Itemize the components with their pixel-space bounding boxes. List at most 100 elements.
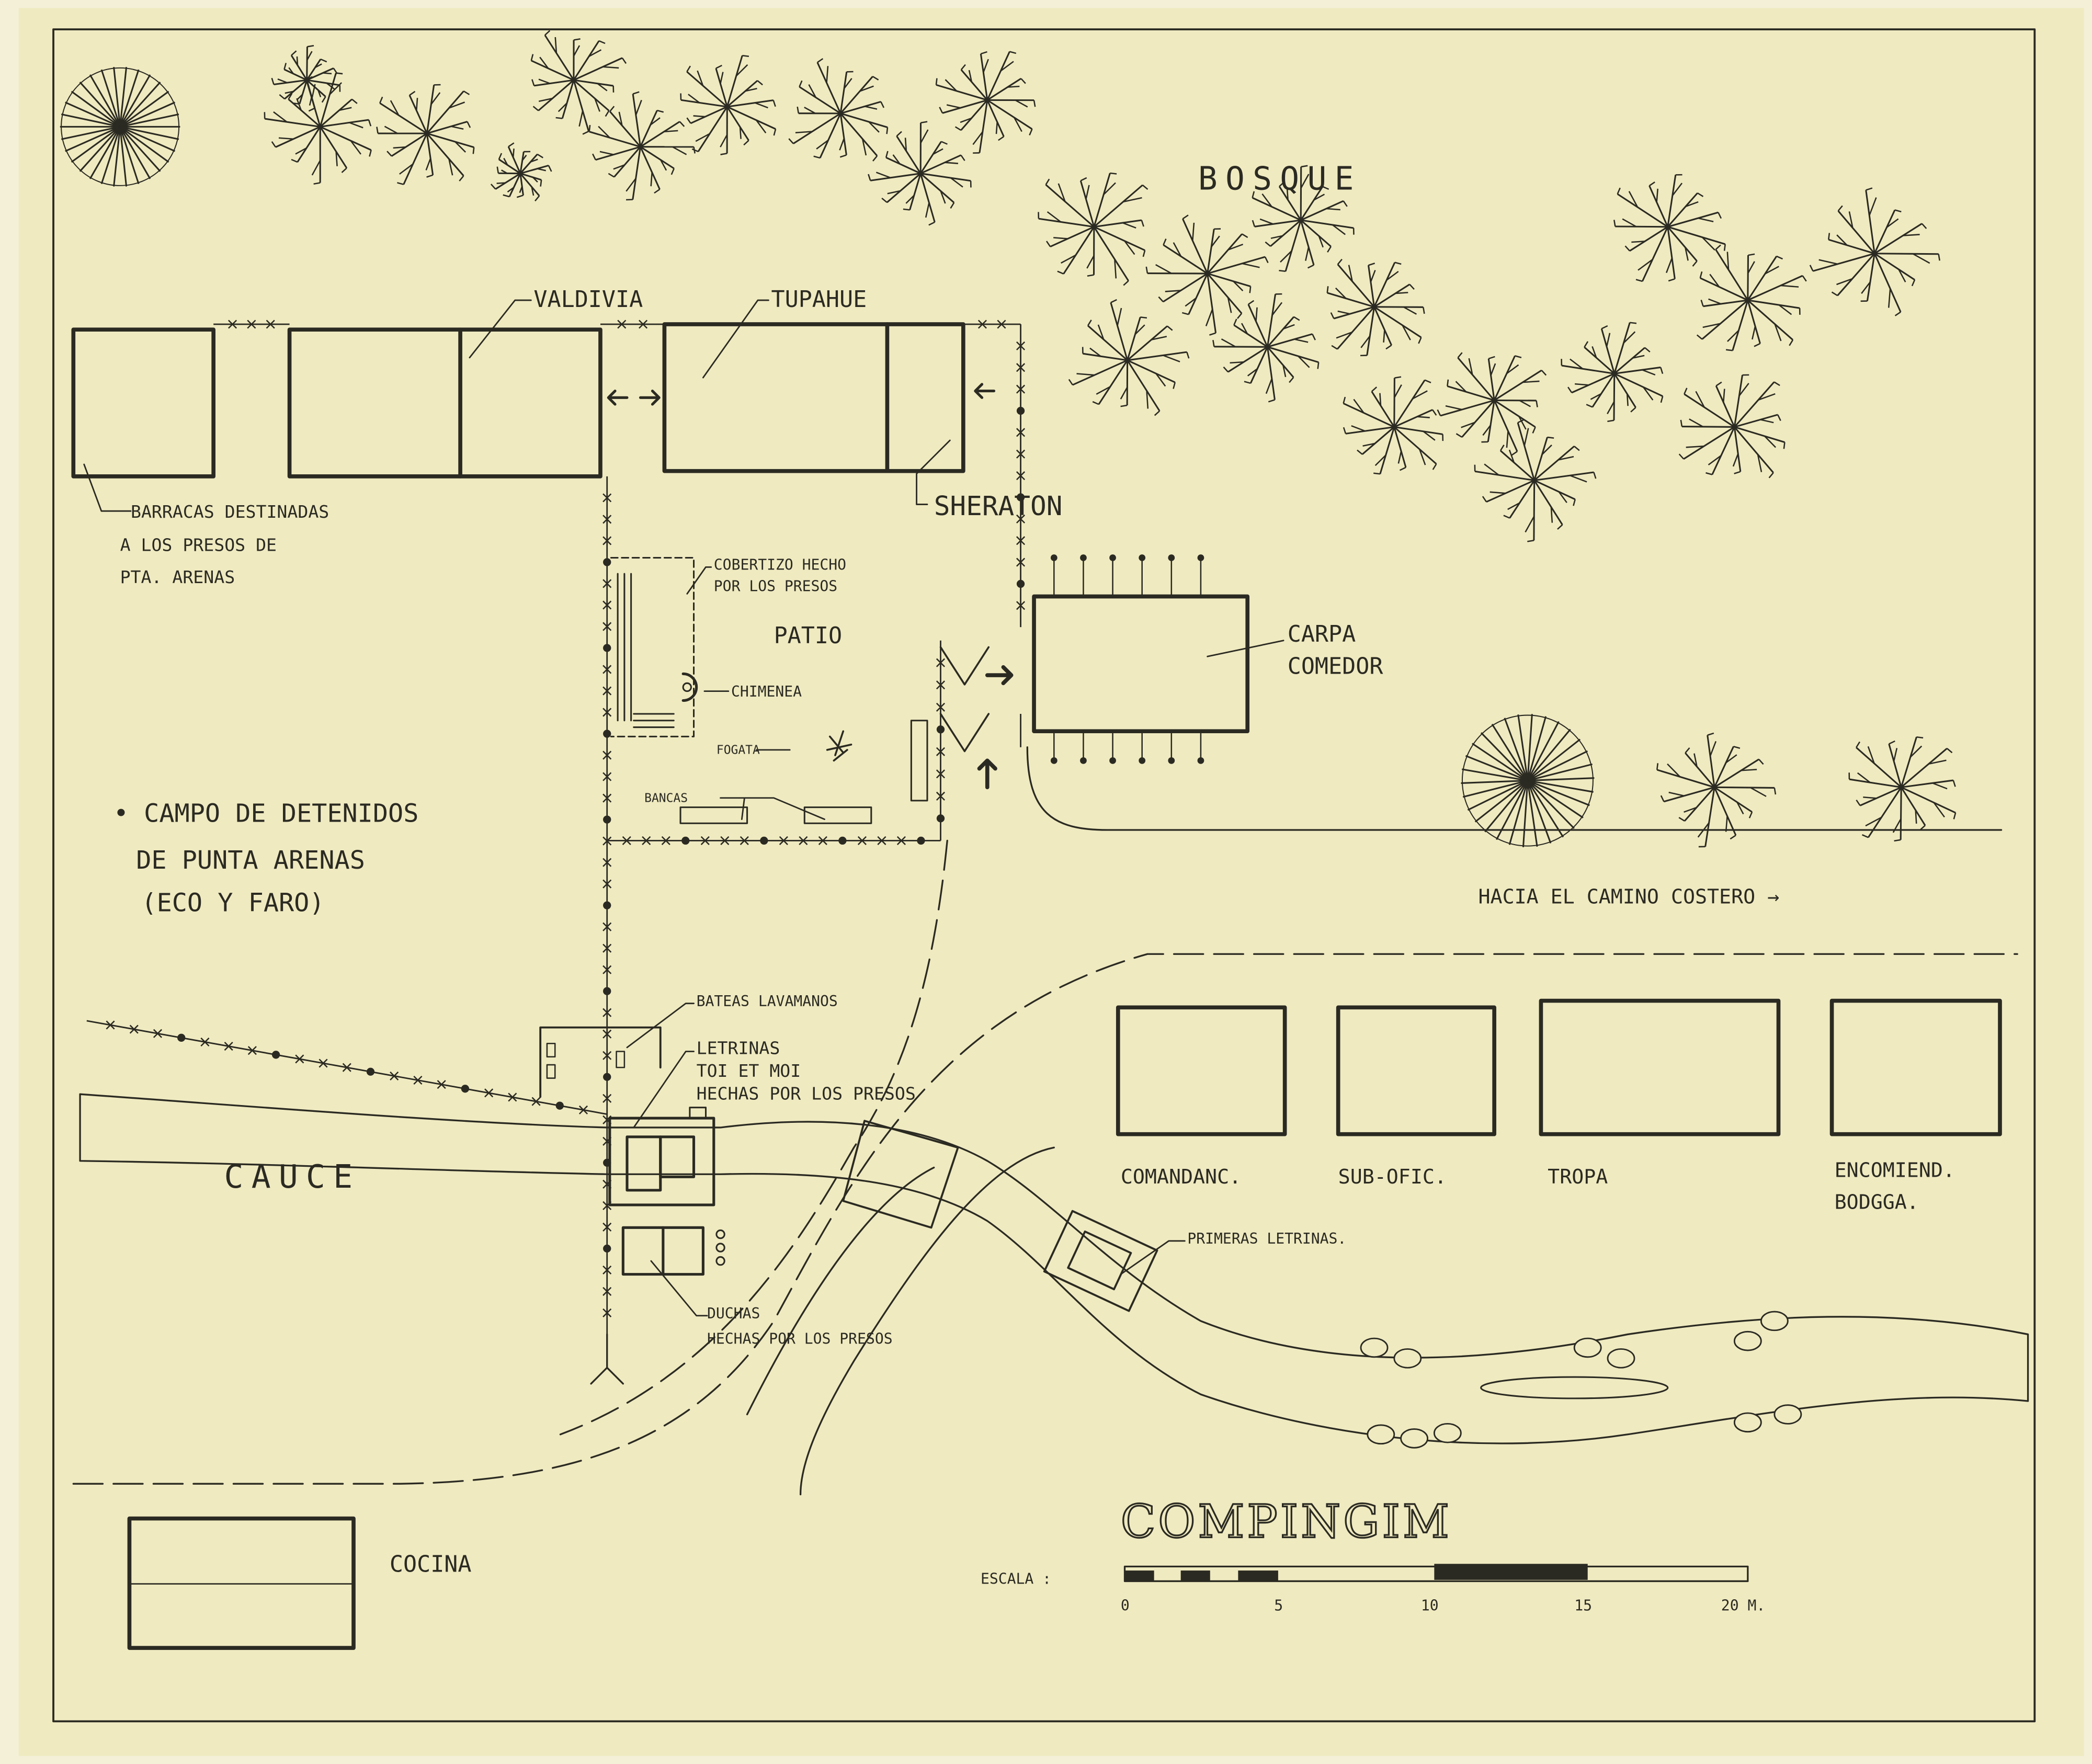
tree-icon	[1437, 352, 1547, 456]
footbridge	[842, 1120, 959, 1229]
label-bateas: BATEAS LAVAMANOS	[697, 993, 838, 1010]
stone-icon	[1367, 1424, 1395, 1445]
label-cocina: COCINA	[390, 1552, 472, 1578]
scale-tick-0: 0	[1121, 1597, 1130, 1614]
label-bancas: BANCAS	[644, 791, 688, 805]
label-letrinas: HECHAS POR LOS PRESOS	[697, 1083, 916, 1103]
stone-icon	[1433, 1422, 1462, 1443]
label-bodega: BODGGA.	[1835, 1191, 1919, 1214]
label-cobertizo: POR LOS PRESOS	[714, 577, 837, 595]
tree-icon	[490, 142, 552, 202]
label-barracas: PTA. ARENAS	[120, 567, 235, 587]
roads	[72, 746, 2018, 1496]
tree-icon	[1809, 187, 1940, 316]
label-encomiendas: ENCOMIEND.	[1835, 1158, 1955, 1182]
barbed-wire-fences	[86, 320, 1026, 1335]
scale-tick-20: 20 M.	[1721, 1597, 1765, 1614]
barrack-valdivia	[287, 327, 602, 479]
drawing-frame	[52, 28, 2036, 1723]
tree-icon	[1145, 214, 1269, 336]
tree-icon	[1068, 299, 1190, 416]
label-duchas: HECHAS POR LOS PRESOS	[707, 1330, 893, 1347]
tree-icon	[1326, 258, 1425, 357]
label-bosque: BOSQUE	[1198, 160, 1362, 197]
label-duchas: DUCHAS	[707, 1305, 760, 1322]
label-barracas: BARRACAS DESTINADAS	[131, 502, 329, 522]
label-campo: DE PUNTA ARENAS	[136, 846, 365, 875]
letrinas-toi-et-moi	[608, 1117, 715, 1207]
stone-icon	[1573, 1337, 1602, 1358]
tree-icon	[1696, 244, 1807, 351]
building-sub-oficiales	[1336, 1005, 1496, 1136]
scale-label: ESCALA :	[981, 1570, 1051, 1588]
stone-icon	[1360, 1337, 1389, 1358]
tree-icon	[60, 67, 180, 187]
tree-icon	[530, 30, 627, 135]
label-barracas: A LOS PRESOS DE	[120, 535, 277, 555]
stone-icon	[1733, 1412, 1762, 1433]
label-hacia-camino-costero: HACIA EL CAMINO COSTERO →	[1479, 885, 1780, 908]
label-cauce: CAUCE	[224, 1158, 361, 1196]
tree-icon	[680, 54, 777, 155]
staff-buildings	[127, 998, 2002, 1650]
tree-icon	[1038, 172, 1149, 286]
label-cobertizo: COBERTIZO HECHO	[714, 556, 846, 573]
map-title: COMPINGIM	[1121, 1495, 1452, 1548]
scale-bar: ESCALA : 0 5 10 15 20 M.	[981, 1564, 1765, 1614]
label-campo: • CAMPO DE DETENIDOS	[113, 799, 419, 828]
scale-tick-15: 15	[1574, 1597, 1592, 1614]
tree-icon	[1474, 419, 1597, 542]
label-tropa: TROPA	[1548, 1165, 1608, 1189]
tree-icon	[868, 121, 972, 226]
tree-icon	[271, 45, 341, 112]
label-comandancia: COMANDANC.	[1121, 1165, 1241, 1189]
scale-tick-10: 10	[1421, 1597, 1439, 1614]
stone-icon	[1733, 1330, 1762, 1351]
stone-icon	[1393, 1348, 1422, 1369]
label-letrinas: TOI ET MOI	[697, 1061, 801, 1081]
forest-trees	[60, 30, 1957, 848]
tree-icon	[1252, 165, 1355, 272]
tree-icon	[376, 84, 475, 185]
tree-icon	[1212, 293, 1320, 403]
stone-icon	[1773, 1404, 1802, 1425]
label-sheraton: SHERATON	[934, 491, 1063, 522]
label-chimenea: CHIMENEA	[731, 683, 802, 700]
label-fogata: FOGATA	[717, 744, 760, 757]
leader-lines	[83, 299, 1284, 1317]
label-letrinas: LETRINAS	[697, 1038, 780, 1059]
label-valdivia: VALDIVIA	[533, 287, 643, 313]
paper	[18, 8, 2084, 1756]
tree-icon	[1848, 736, 1957, 842]
tree-icon	[1613, 174, 1726, 282]
bench	[679, 806, 748, 824]
tree-icon	[1561, 322, 1664, 423]
sanitation-buildings	[539, 1026, 1158, 1312]
tree-icon	[588, 91, 696, 201]
label-tupahue: TUPAHUE	[771, 287, 867, 313]
label-campo: (ECO Y FARO)	[141, 889, 324, 918]
stone-icon	[1760, 1311, 1789, 1331]
tree-icon	[788, 58, 889, 162]
tree-icon	[1656, 732, 1777, 848]
barrack-tupahue	[662, 322, 965, 473]
stone-icon	[1400, 1428, 1428, 1449]
mess-tent	[1032, 554, 1250, 764]
tree-icon	[1343, 376, 1444, 475]
bonfire-icon	[826, 730, 852, 762]
label-patio: PATIO	[774, 623, 843, 649]
river-stones	[1360, 1311, 1802, 1449]
tree-icon	[935, 51, 1036, 154]
label-carpa: CARPA	[1288, 621, 1356, 647]
chimney-icon	[681, 672, 698, 702]
patio-area	[610, 556, 1014, 824]
bench	[910, 720, 928, 802]
tree-icon	[1678, 374, 1786, 479]
label-primeras-letrinas: PRIMERAS LETRINAS.	[1187, 1230, 1346, 1247]
scale-tick-5: 5	[1274, 1597, 1283, 1614]
bench	[803, 806, 872, 824]
building-encomiendas-bodega	[1829, 998, 2002, 1136]
barrack-pta-arenas	[71, 327, 215, 479]
label-sub-oficiales: SUB-OFIC.	[1338, 1165, 1447, 1189]
